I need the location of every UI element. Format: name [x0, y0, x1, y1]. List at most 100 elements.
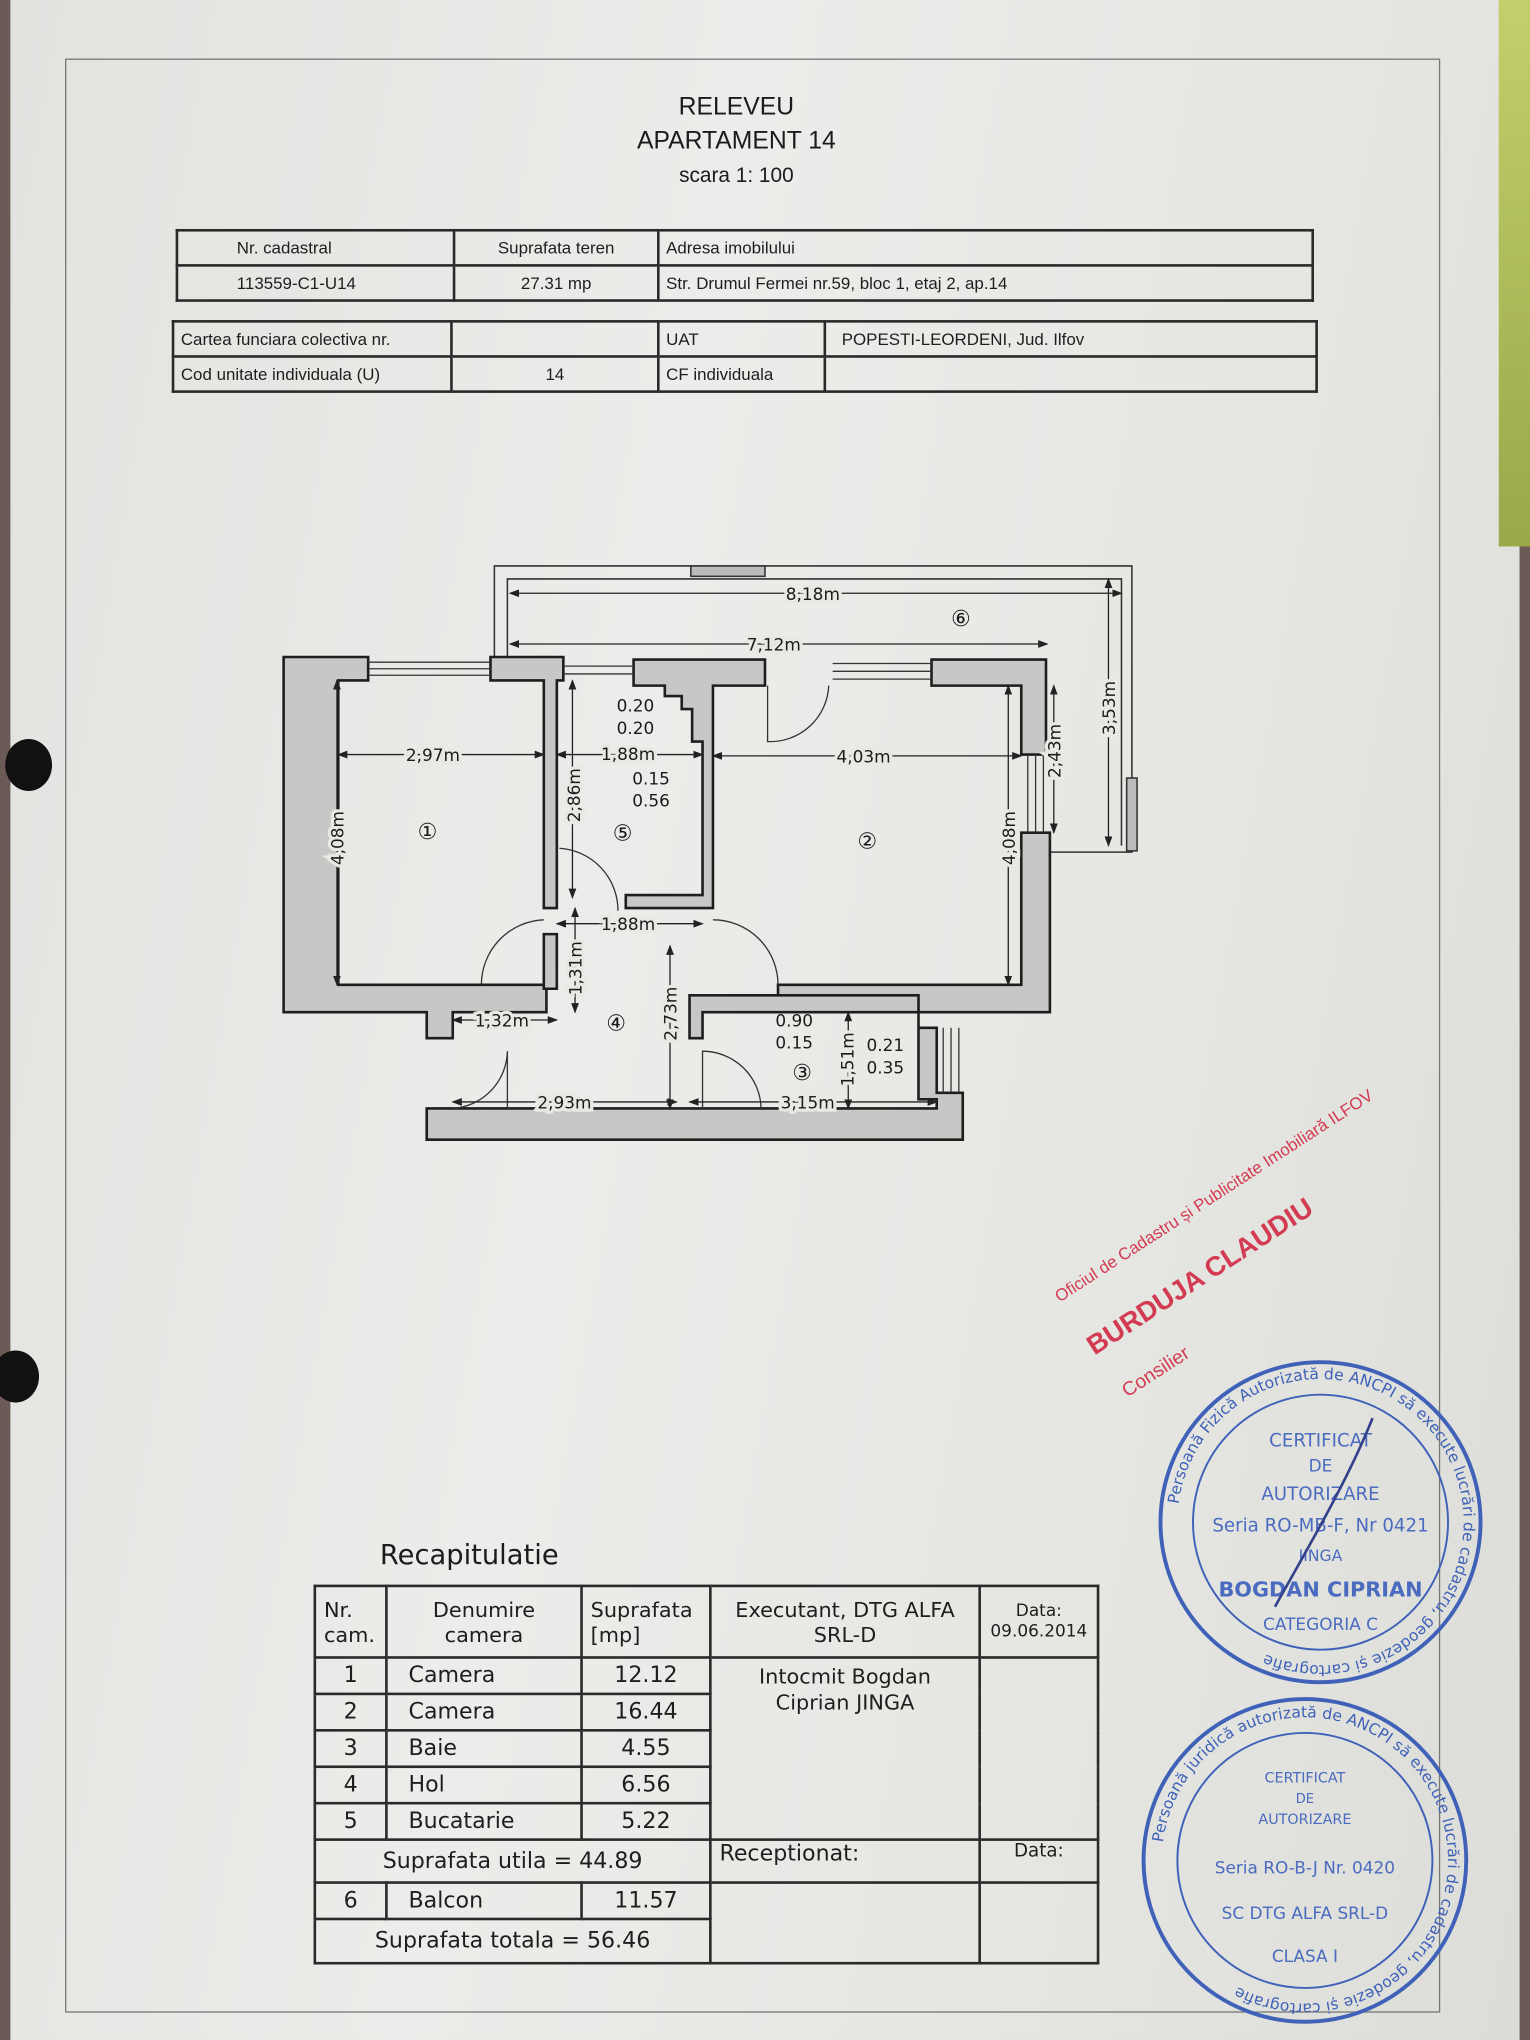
niche-note: 0.35	[866, 1057, 904, 1077]
date-value: 09.06.2014	[990, 1621, 1088, 1642]
stamp-text: JINGA	[1298, 1547, 1343, 1565]
dimension-labels: 8,18m 7,12m 2,97m 1,88m 4,03m 1,88m 1,32…	[324, 581, 1122, 1116]
room-number: ②	[857, 828, 877, 854]
stamp-text: CERTIFICAT	[1269, 1431, 1373, 1452]
cell: 14	[450, 355, 660, 393]
dim-label: 1,51m	[837, 1032, 857, 1086]
dim-label: 4,03m	[837, 746, 891, 766]
usable-area-total: Suprafata utila = 44.89	[313, 1838, 712, 1884]
room-area: 16.44	[580, 1692, 712, 1732]
stamp-text: CLASA I	[1272, 1946, 1338, 1966]
date-label: Data:	[978, 1838, 1100, 1884]
room-name: Baie	[385, 1729, 583, 1769]
header-cell: Suprafata [mp]	[580, 1584, 712, 1659]
dim-label: 1,31m	[566, 941, 586, 995]
room-number: ③	[792, 1060, 812, 1086]
stamp-text: CATEGORIA C	[1263, 1614, 1378, 1634]
room-number: ⑤	[613, 820, 633, 846]
niche-note: 0.20	[617, 718, 655, 738]
room-number: ⑥	[951, 606, 971, 632]
dim-label: 2,86m	[564, 768, 584, 822]
room-area: 5.22	[580, 1801, 712, 1841]
doc-title: RELEVEU	[678, 93, 795, 121]
cell	[823, 355, 1318, 393]
room-nr: 4	[313, 1765, 388, 1805]
stamp-text: DE	[1296, 1792, 1314, 1807]
header-cell: Denumire camera	[385, 1584, 583, 1659]
room-number: ①	[418, 819, 438, 845]
balcony-outline	[493, 565, 1138, 853]
doc-subtitle: APARTAMENT 14	[636, 127, 836, 155]
room-area: 4.55	[580, 1729, 712, 1769]
address: Str. Drumul Fermei nr.59, bloc 1, etaj 2…	[657, 264, 1315, 302]
dim-label: 2,97m	[406, 745, 460, 765]
windows	[368, 661, 1045, 1093]
dim-label: 2,43m	[1044, 724, 1064, 778]
walls	[282, 655, 1052, 1141]
recap-title: Recapitulatie	[379, 1539, 559, 1571]
dim-label: 4,08m	[327, 811, 347, 865]
stamp-text: Seria RO-B-J Nr. 0420	[1215, 1857, 1395, 1877]
stamp-text: AUTORIZARE	[1258, 1812, 1351, 1828]
room-name: Bucatarie	[385, 1801, 583, 1841]
dim-label: 4,08m	[999, 811, 1019, 865]
blue-stamp-certificate-pfa: Persoană Fizică Autorizată de ANCPI să e…	[1158, 1360, 1483, 1685]
room-name: Hol	[385, 1765, 583, 1805]
dim-label: 1,88m	[601, 744, 655, 764]
room-area: 12.12	[580, 1656, 712, 1696]
dim-label: 1,88m	[601, 914, 655, 934]
niche-note: 0.15	[632, 769, 670, 789]
room-name: Camera	[385, 1692, 583, 1732]
room-area: 6.56	[580, 1765, 712, 1805]
cell: Cod unitate individuala (U)	[171, 355, 453, 393]
cell: CF individuala	[657, 355, 827, 393]
stamp-text: BOGDAN CIPRIAN	[1218, 1577, 1422, 1601]
room-nr: 6	[313, 1881, 388, 1921]
dim-label: 3,53m	[1099, 681, 1119, 735]
room-nr: 2	[313, 1692, 388, 1732]
room-name: Balcon	[385, 1881, 583, 1921]
dim-label: 2,93m	[537, 1092, 591, 1112]
niche-note: 0.15	[775, 1033, 813, 1053]
header-cell: Adresa imobilului	[657, 228, 1315, 267]
cell: POPESTI-LEORDENI, Jud. Ilfov	[823, 320, 1318, 358]
doc-scale: scara 1: 100	[679, 165, 794, 188]
header-cell: Nr. cam.	[313, 1584, 388, 1659]
punch-hole	[0, 1350, 40, 1403]
header-cell: Suprafata teren	[452, 228, 660, 267]
recap-table: Nr. cam. Denumire camera Suprafata [mp] …	[313, 1584, 1100, 1965]
stamp-text: CERTIFICAT	[1265, 1770, 1346, 1786]
punch-hole	[5, 738, 53, 792]
cell: UAT	[657, 320, 827, 358]
cell: Cartea funciara colectiva nr.	[171, 320, 453, 358]
cadastral-number: 113559-C1-U14	[175, 264, 456, 302]
niche-note: 0.56	[632, 791, 670, 811]
room-nr: 1	[313, 1656, 388, 1696]
room-nr: 5	[313, 1801, 388, 1841]
signature	[1273, 1417, 1374, 1608]
cell	[450, 320, 660, 358]
door-swings	[452, 685, 830, 1110]
received-label: Receptionat:	[709, 1838, 981, 1884]
date-label: Data:	[1015, 1600, 1062, 1621]
room-area: 11.57	[580, 1881, 712, 1921]
land-area: 27.31 mp	[452, 264, 660, 302]
room-nr: 3	[313, 1729, 388, 1769]
background-surface	[1498, 0, 1530, 547]
dimension-lines	[333, 577, 1123, 1110]
page-border	[65, 58, 1441, 2013]
dim-label: 3,15m	[781, 1092, 835, 1112]
dim-label: 7,12m	[747, 635, 801, 655]
stamp-text: DE	[1309, 1455, 1333, 1475]
stamp-text: SC DTG ALFA SRL-D	[1222, 1903, 1389, 1923]
blue-stamp-certificate-company: Persoană juridică autorizată de ANCPI să…	[1141, 1697, 1469, 2024]
niche-note: 0.21	[866, 1035, 904, 1055]
